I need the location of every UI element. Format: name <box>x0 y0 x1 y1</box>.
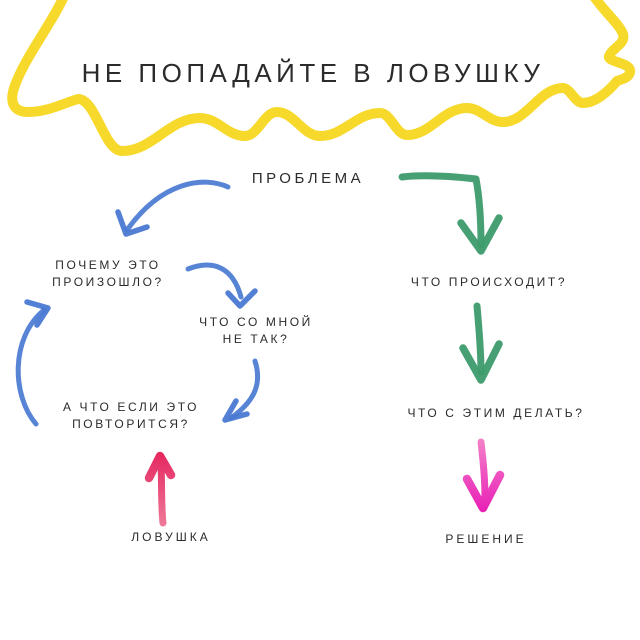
node-what-if-repeats-line2: ПОВТОРИТСЯ? <box>72 417 190 431</box>
node-what-if-repeats-line1: А ЧТО ЕСЛИ ЭТО <box>62 400 200 414</box>
arrow-down-to-solution <box>462 438 505 513</box>
node-whats-wrong-line1: ЧТО СО МНОЙ <box>199 315 313 329</box>
node-what-if-repeats: А ЧТО ЕСЛИ ЭТО ПОВТОРИТСЯ? <box>63 399 199 433</box>
arrow-problem-to-why <box>115 179 231 237</box>
arrow-happening-to-action <box>459 302 503 384</box>
node-why-happened: ПОЧЕМУ ЭТО ПРОИЗОШЛО? <box>52 257 164 291</box>
node-whats-wrong-with-me: ЧТО СО МНОЙ НЕ ТАК? <box>199 314 313 348</box>
arrow-repeat-back-to-why <box>15 299 51 427</box>
node-problem: ПРОБЛЕМА <box>251 170 365 187</box>
node-what-to-do: ЧТО С ЭТИМ ДЕЛАТЬ? <box>407 406 585 420</box>
node-why-happened-line2: ПРОИЗОШЛО? <box>52 275 164 289</box>
node-whats-wrong-line2: НЕ ТАК? <box>222 332 290 346</box>
arrow-up-to-trap <box>144 451 176 527</box>
arrow-why-to-wrong <box>185 262 258 309</box>
arrow-problem-to-happening <box>398 172 503 255</box>
title-highlight-squiggle-icon <box>7 0 636 156</box>
node-solution: РЕШЕНИЕ <box>445 532 527 546</box>
node-why-happened-line1: ПОЧЕМУ ЭТО <box>55 258 161 272</box>
node-trap: ЛОВУШКА <box>131 530 211 544</box>
page-title: НЕ ПОПАДАЙТЕ В ЛОВУШКУ <box>81 58 545 88</box>
arrow-wrong-to-repeat <box>222 358 261 423</box>
node-what-is-happening: ЧТО ПРОИСХОДИТ? <box>410 275 568 289</box>
